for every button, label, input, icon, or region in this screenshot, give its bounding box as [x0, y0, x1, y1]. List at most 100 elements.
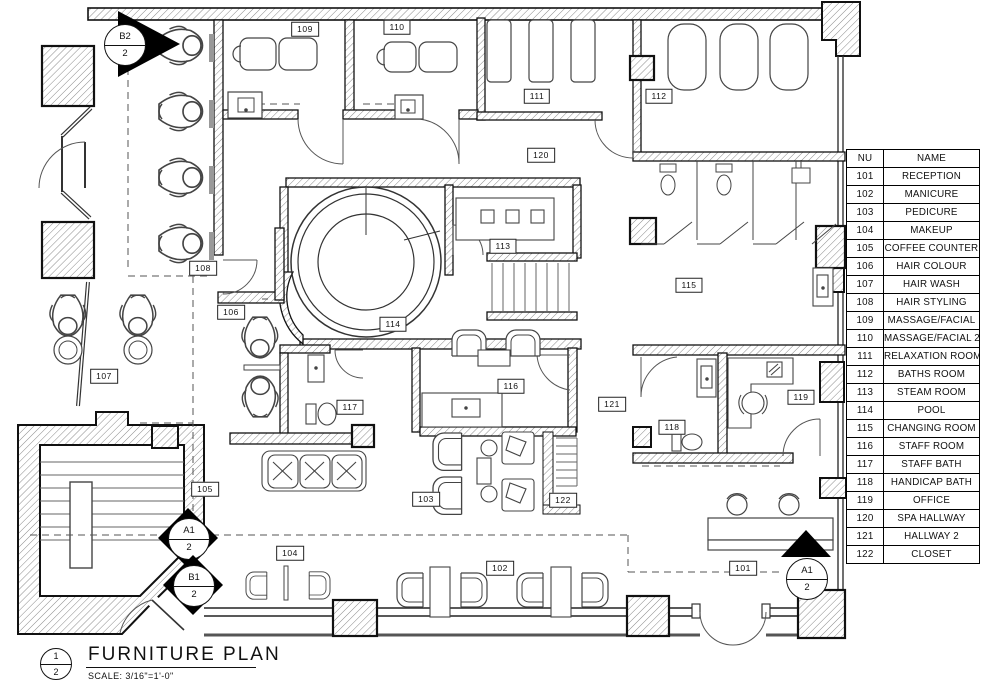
office-furniture	[727, 357, 794, 429]
room-label-112: 112	[645, 88, 673, 104]
legend-room-number: 118	[846, 473, 884, 492]
room-label-116: 116	[497, 378, 525, 394]
room-label-122: 122	[549, 492, 577, 508]
pedicure-stations	[432, 431, 535, 516]
legend-room-number: 120	[846, 509, 884, 528]
legend-room-name: POOL	[883, 401, 980, 420]
sheet-ref-bottom: 2	[53, 667, 59, 677]
ref-marker-bottom-label: 2	[191, 588, 197, 600]
legend-room-name: MAKEUP	[883, 221, 980, 240]
legend-room-name: STAFF ROOM	[883, 437, 980, 456]
legend-room-name: MANICURE	[883, 185, 980, 204]
reception-desk	[707, 493, 834, 551]
legend-room-name: HANDICAP BATH	[883, 473, 980, 492]
room-label-103: 103	[412, 491, 440, 507]
ref-marker-top-label: B1	[174, 570, 214, 587]
bath-tubs	[667, 23, 809, 91]
room-label-115: 115	[675, 277, 703, 293]
legend-room-number: 122	[846, 545, 884, 564]
handicap-bath-fixtures	[671, 358, 717, 452]
staff-bath-fixtures	[305, 354, 337, 426]
legend-header-nu: NU	[846, 149, 884, 168]
legend-room-number: 106	[846, 257, 884, 276]
massage-room-109	[227, 37, 318, 119]
room-label-106: 106	[217, 304, 245, 320]
legend-room-number: 103	[846, 203, 884, 222]
legend-room-number: 104	[846, 221, 884, 240]
exterior-walls	[38, 1, 861, 646]
legend-room-name: STEAM ROOM	[883, 383, 980, 402]
legend-room-number: 119	[846, 491, 884, 510]
legend-room-name: STAFF BATH	[883, 455, 980, 474]
changing-room-fixtures	[641, 160, 837, 245]
room-label-107: 107	[90, 368, 118, 384]
ref-marker-bottom-label: 2	[122, 47, 128, 59]
room-label-104: 104	[276, 545, 304, 561]
ref-marker-shape	[781, 530, 831, 557]
legend-room-name: RECEPTION	[883, 167, 980, 186]
legend-room-name: RELAXATION ROOM	[883, 347, 980, 366]
legend-room-number: 115	[846, 419, 884, 438]
waiting-sofa	[261, 450, 367, 492]
legend-room-number: 108	[846, 293, 884, 312]
legend-room-name: MASSAGE/FACIAL 2	[883, 329, 980, 348]
legend-room-name: HAIR COLOUR	[883, 257, 980, 276]
legend-room-name: HAIR STYLING	[883, 293, 980, 312]
legend-room-number: 102	[846, 185, 884, 204]
legend-room-number: 114	[846, 401, 884, 420]
legend-room-number: 107	[846, 275, 884, 294]
legend-room-number: 105	[846, 239, 884, 258]
room-label-117: 117	[336, 399, 364, 415]
manicure-stations	[396, 566, 609, 618]
reference-lines	[30, 68, 783, 573]
hair-colour-station	[241, 316, 281, 418]
room-label-102: 102	[486, 560, 514, 576]
legend-room-name: PEDICURE	[883, 203, 980, 222]
closet-shelves	[542, 431, 581, 515]
spa-stairs	[491, 263, 570, 312]
makeup-station	[245, 565, 331, 601]
room-label-118: 118	[658, 419, 686, 435]
room-label-121: 121	[598, 396, 626, 412]
drawing-scale: SCALE: 3/16"=1'-0"	[88, 671, 174, 681]
legend-room-number: 109	[846, 311, 884, 330]
legend-room-name: BATHS ROOM	[883, 365, 980, 384]
legend-room-name: HAIR WASH	[883, 275, 980, 294]
legend-header-name: NAME	[883, 149, 980, 168]
hair-wash-units	[49, 294, 157, 365]
legend-room-name: OFFICE	[883, 491, 980, 510]
staff-room-furniture	[421, 329, 541, 428]
room-label-111: 111	[523, 88, 551, 104]
legend-room-number: 112	[846, 365, 884, 384]
legend-room-name: MASSAGE/FACIAL	[883, 311, 980, 330]
ref-marker-bottom-label: 2	[186, 541, 192, 553]
drawing-title: FURNITURE PLAN	[88, 644, 281, 665]
ref-marker-bottom-label: 2	[804, 581, 810, 593]
legend-room-name: COFFEE COUNTER	[883, 239, 980, 258]
legend-room-number: 116	[846, 437, 884, 456]
legend-room-name: CHANGING ROOM	[883, 419, 980, 438]
room-label-110: 110	[383, 19, 411, 35]
